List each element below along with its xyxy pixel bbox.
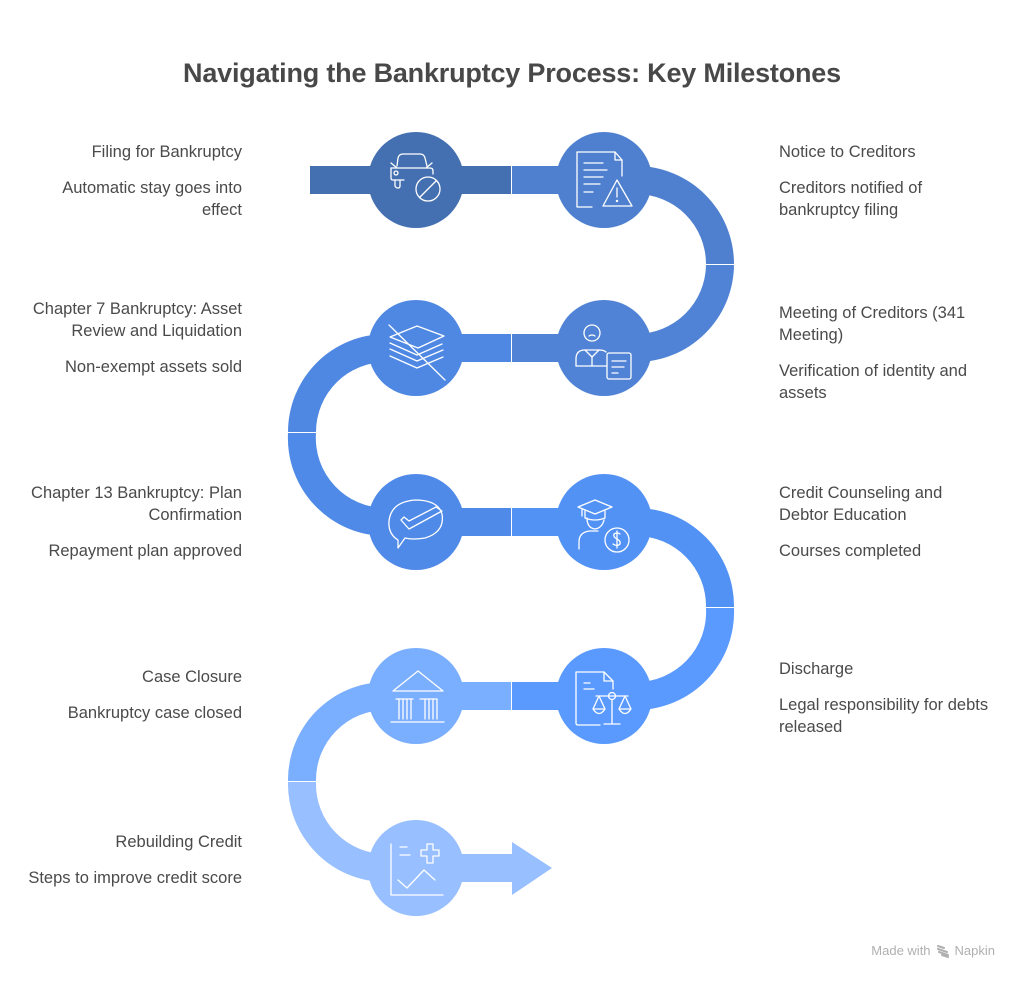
step-title: Chapter 13 Bankruptcy: Plan Confirmation	[31, 484, 242, 524]
step-label-2: Notice to Creditors Creditors notified o…	[779, 141, 994, 221]
step-node-4[interactable]	[368, 300, 464, 396]
track-arc-8	[287, 681, 386, 781]
step-description: Verification of identity and assets	[779, 362, 968, 402]
step-label-3: Meeting of Creditors (341 Meeting) Verif…	[779, 302, 994, 404]
step-node-3[interactable]	[556, 300, 652, 396]
step-description: Repayment plan approved	[48, 542, 242, 560]
step-description: Bankruptcy case closed	[67, 704, 242, 722]
track-arc-6	[636, 508, 735, 607]
step-description: Legal responsibility for debts released	[779, 696, 989, 736]
document-warning-icon	[576, 151, 633, 208]
track-arc-2	[636, 166, 734, 264]
step-label-5: Chapter 13 Bankruptcy: Plan Confirmation…	[27, 482, 242, 562]
diagram-title: Navigating the Bankruptcy Process: Key M…	[183, 58, 841, 88]
napkin-brand-text: Napkin	[954, 943, 995, 958]
track-arc-9	[287, 782, 386, 882]
step-description: Creditors notified of bankruptcy filing	[779, 179, 923, 219]
step-title: Chapter 7 Bankruptcy: Asset Review and L…	[32, 300, 242, 340]
stack-crossed-icon	[388, 324, 446, 381]
track-arc-5	[287, 433, 386, 537]
step-title: Rebuilding Credit	[115, 833, 242, 851]
step-node-8[interactable]	[368, 648, 464, 744]
step-label-7: Discharge Legal responsibility for debts…	[779, 658, 994, 738]
step-node-1[interactable]	[368, 132, 464, 228]
car-blocked-icon	[390, 153, 441, 202]
track-arc-7	[636, 608, 735, 711]
document-scales-icon	[575, 671, 632, 726]
step-description: Non-exempt assets sold	[65, 358, 242, 376]
step-title: Credit Counseling and Debtor Education	[779, 484, 943, 524]
step-node-5[interactable]	[368, 474, 464, 570]
chat-check-icon	[388, 499, 444, 549]
step-title: Discharge	[779, 660, 854, 678]
courthouse-icon	[390, 670, 445, 723]
step-node-9[interactable]	[368, 820, 464, 916]
step-label-4: Chapter 7 Bankruptcy: Asset Review and L…	[27, 298, 242, 378]
step-title: Meeting of Creditors (341 Meeting)	[779, 304, 966, 344]
step-label-9: Rebuilding Credit Steps to improve credi…	[27, 831, 242, 889]
step-label-6: Credit Counseling and Debtor Education C…	[779, 482, 994, 562]
person-document-icon	[575, 324, 632, 380]
step-description: Steps to improve credit score	[28, 869, 242, 887]
step-description: Automatic stay goes into effect	[62, 179, 242, 219]
napkin-logo-icon	[936, 944, 949, 958]
step-title: Notice to Creditors	[779, 143, 916, 161]
chart-plus-icon	[390, 843, 444, 896]
step-label-1: Filing for Bankruptcy Automatic stay goe…	[27, 141, 242, 221]
made-with-text: Made with	[871, 943, 931, 958]
step-description: Courses completed	[779, 542, 922, 560]
step-node-2[interactable]	[556, 132, 652, 228]
step-label-8: Case Closure Bankruptcy case closed	[27, 666, 242, 724]
graduate-dollar-icon	[577, 499, 630, 553]
step-title: Filing for Bankruptcy	[91, 143, 242, 161]
track-arc-3	[636, 265, 734, 362]
track-arc-4	[288, 334, 386, 432]
napkin-watermark[interactable]: Made with Napkin	[871, 943, 995, 958]
step-title: Case Closure	[142, 668, 242, 686]
